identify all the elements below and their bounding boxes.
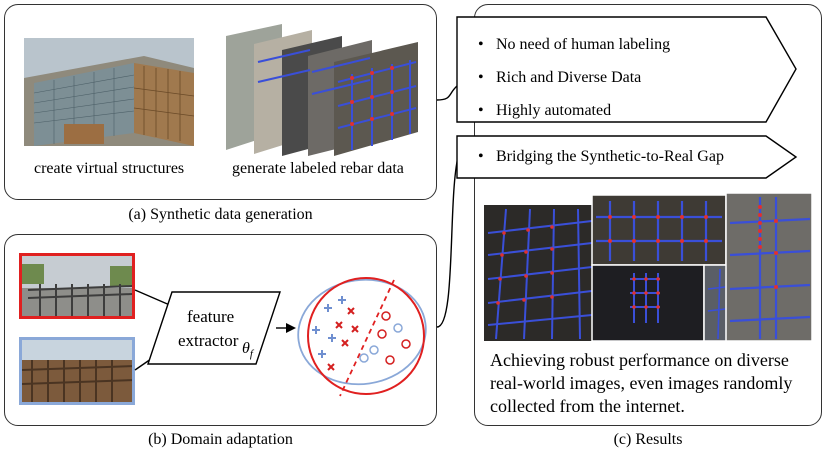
label-create-virtual-structures: create virtual structures — [34, 160, 185, 177]
bullet-highly-automated: Highly automated — [474, 94, 670, 127]
results-collage — [484, 193, 812, 341]
labeled-rebar-stack — [222, 22, 422, 157]
circle-mark — [401, 339, 411, 349]
feature-extractor-label-line2: extractor — [178, 331, 239, 350]
caption-panel-a: (a) Synthetic data generation — [128, 206, 313, 223]
bullet-rich-diverse-data: Rich and Diverse Data — [474, 61, 670, 94]
bullet-no-human-labeling: No need of human labeling — [474, 28, 670, 61]
feature-space-diagram — [297, 277, 427, 397]
caption-panel-b: (b) Domain adaptation — [148, 431, 293, 448]
caption-panel-c: (c) Results — [613, 431, 683, 448]
label-generate-labeled-rebar-data: generate labeled rebar data — [232, 160, 404, 177]
benefits-list: No need of human labeling Rich and Diver… — [474, 28, 670, 127]
target-domain-image — [19, 337, 135, 405]
circle-mark — [377, 329, 387, 339]
bullet-bridging-gap: Bridging the Synthetic-to-Real Gap — [474, 147, 724, 167]
source-domain-image — [19, 253, 135, 319]
results-description-line1: Achieving robust performance on diverse — [490, 350, 789, 370]
circle-mark — [359, 353, 369, 363]
results-description-line3: collected from the internet. — [490, 396, 685, 416]
feature-extractor-label-line1: feature — [187, 307, 235, 326]
circle-mark — [369, 345, 379, 355]
bridging-list: Bridging the Synthetic-to-Real Gap — [474, 147, 724, 167]
circle-mark — [385, 355, 395, 365]
results-description-line2: real-world images, even images randomly — [490, 373, 793, 393]
theta-symbol: θf — [242, 340, 253, 361]
circle-mark — [393, 323, 403, 333]
feature-extractor-shape — [147, 291, 281, 365]
circle-mark — [381, 311, 391, 321]
virtual-structure-image — [24, 38, 194, 146]
